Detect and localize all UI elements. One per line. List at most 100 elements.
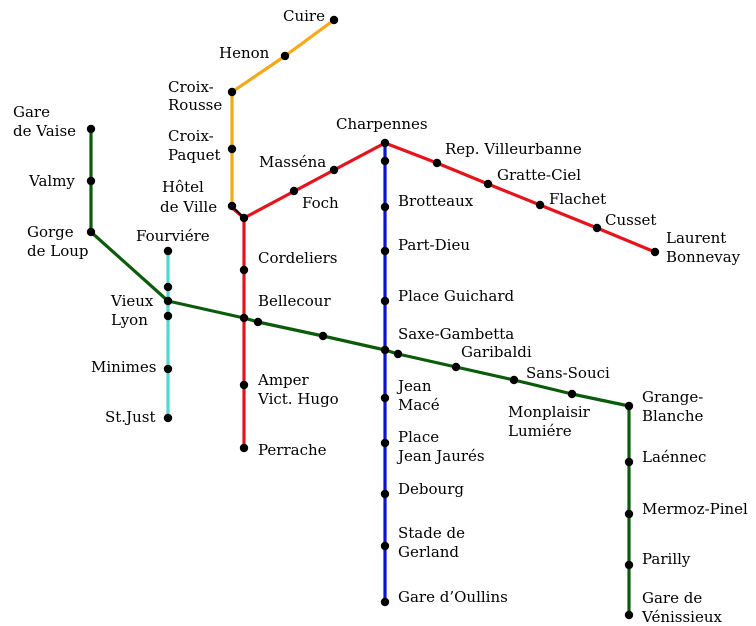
station-dot-amper-vict-hugo[interactable]	[239, 380, 249, 390]
station-dot-henon[interactable]	[280, 51, 290, 61]
label-perrache: Perrache	[258, 441, 327, 459]
station-dot-parilly[interactable]	[624, 560, 634, 570]
station-dot-gorge-de-loup[interactable]	[86, 227, 96, 237]
label-sans-souci: Sans-Souci	[526, 364, 610, 382]
station-dot-perrache[interactable]	[239, 443, 249, 453]
labels-layer: Cuire Henon Croix- Rousse Croix- Paquet …	[13, 7, 748, 626]
label-amper-vict-hugo-2: Vict. Hugo	[257, 390, 339, 408]
label-henon: Henon	[219, 44, 270, 62]
station-dot-gare-de-vaise[interactable]	[86, 124, 96, 134]
label-saxe-gambetta: Saxe-Gambetta	[398, 325, 514, 343]
label-gare-d-oullins: Gare d’Oullins	[398, 588, 508, 606]
station-dot-massena[interactable]	[329, 165, 339, 175]
label-cusset: Cusset	[605, 211, 656, 229]
label-laurent-bonnevay-1: Laurent	[666, 229, 726, 247]
station-dot-croix-paquet[interactable]	[227, 144, 237, 154]
station-dot-cordeliers[interactable]	[239, 265, 249, 275]
station-dot-sans-souci[interactable]	[509, 375, 519, 385]
station-dot-charpennes-a[interactable]	[380, 138, 390, 148]
label-gare-de-vaise-1: Gare	[13, 103, 50, 121]
label-croix-rousse-2: Rousse	[168, 96, 222, 114]
station-dot-garibaldi[interactable]	[451, 362, 461, 372]
label-place-jean-jaures-2: Jean Jaurés	[396, 447, 485, 465]
label-massena: Masséna	[259, 153, 326, 171]
station-dot-valmy[interactable]	[86, 176, 96, 186]
label-place-guichard: Place Guichard	[398, 287, 514, 305]
label-croix-paquet-1: Croix-	[168, 127, 214, 145]
label-grange-blanche-1: Grange-	[642, 388, 703, 406]
station-dot-stade-de-gerland[interactable]	[380, 541, 390, 551]
station-dot-guillotiere[interactable]	[318, 331, 328, 341]
station-dot-vieux-lyon-f[interactable]	[163, 282, 173, 292]
label-vieux-lyon-1: Vieux	[110, 292, 154, 310]
station-dot-cuire[interactable]	[329, 15, 339, 25]
station-dot-debourg[interactable]	[380, 489, 390, 499]
label-place-jean-jaures-1: Place	[398, 428, 439, 446]
station-dot-place-jean-jaures[interactable]	[380, 438, 390, 448]
station-dot-fourviere[interactable]	[163, 246, 173, 256]
station-dot-foch[interactable]	[289, 186, 299, 196]
label-laennec: Laénnec	[642, 448, 706, 466]
label-monplaisir-lumiere-1: Monplaisir	[508, 403, 591, 421]
label-croix-rousse-1: Croix-	[168, 78, 214, 96]
station-dot-bellecour-a[interactable]	[239, 313, 249, 323]
station-dot-mermoz-pinel[interactable]	[624, 509, 634, 519]
label-part-dieu: Part-Dieu	[398, 236, 470, 254]
label-laurent-bonnevay-2: Bonnevay	[666, 248, 741, 266]
label-jean-mace-2: Macé	[398, 396, 440, 414]
label-fourviere: Fourviére	[136, 227, 210, 245]
label-stade-de-gerland-2: Gerland	[398, 543, 459, 561]
station-dot-bellecour-d[interactable]	[253, 317, 263, 327]
station-dot-monplaisir-lumiere[interactable]	[567, 389, 577, 399]
station-dot-gare-de-venissieux[interactable]	[624, 610, 634, 620]
station-dot-vieux-lyon-d[interactable]	[163, 296, 173, 306]
station-dot-laurent-bonnevay[interactable]	[650, 247, 660, 257]
label-stade-de-gerland-1: Stade de	[398, 524, 465, 542]
label-gare-de-venissieux-2: Vénissieux	[641, 608, 723, 626]
label-cuire: Cuire	[283, 7, 325, 25]
station-dot-croix-rousse[interactable]	[227, 87, 237, 97]
station-dot-saxe-gambetta-d[interactable]	[393, 349, 403, 359]
label-jean-mace-1: Jean	[396, 377, 432, 395]
label-bellecour: Bellecour	[258, 292, 331, 310]
station-dot-flachet[interactable]	[535, 200, 545, 210]
label-debourg: Debourg	[398, 480, 464, 498]
label-gare-de-vaise-2: de Vaise	[13, 122, 76, 140]
label-gorge-de-loup-2: de Loup	[27, 242, 89, 260]
station-dot-minimes[interactable]	[163, 364, 173, 374]
station-dot-jean-mace[interactable]	[380, 393, 390, 403]
label-charpennes: Charpennes	[336, 115, 428, 133]
label-foch: Foch	[302, 194, 339, 212]
station-dot-vieux-lyon-f2[interactable]	[163, 311, 173, 321]
station-dot-part-dieu[interactable]	[380, 246, 390, 256]
label-rep-villeurbanne: Rep. Villeurbanne	[445, 140, 582, 158]
station-dot-hotel-de-ville-a[interactable]	[239, 213, 249, 223]
label-st-just: St.Just	[105, 408, 155, 426]
label-minimes: Minimes	[91, 358, 156, 376]
label-monplaisir-lumiere-2: Lumiére	[508, 422, 572, 440]
station-dot-laennec[interactable]	[624, 457, 634, 467]
label-hotel-de-ville-2: de Ville	[160, 198, 217, 216]
stations-layer	[86, 15, 660, 620]
station-dot-grange-blanche[interactable]	[624, 401, 634, 411]
label-hotel-de-ville-1: Hôtel	[162, 178, 204, 196]
station-dot-place-guichard[interactable]	[380, 296, 390, 306]
label-grange-blanche-2: Blanche	[642, 407, 703, 425]
label-gorge-de-loup-1: Gorge	[27, 223, 74, 241]
station-dot-rep-villeurbanne[interactable]	[432, 158, 442, 168]
label-cordeliers: Cordeliers	[258, 249, 338, 267]
station-dot-cusset[interactable]	[592, 223, 602, 233]
label-amper-vict-hugo-1: Amper	[257, 371, 310, 389]
station-dot-charpennes-b[interactable]	[380, 156, 390, 166]
label-gratte-ciel: Gratte-Ciel	[497, 166, 581, 184]
label-mermoz-pinel: Mermoz-Pinel	[642, 500, 748, 518]
station-dot-gare-d-oullins[interactable]	[380, 597, 390, 607]
station-dot-brotteaux[interactable]	[380, 202, 390, 212]
label-brotteaux: Brotteaux	[398, 192, 474, 210]
label-flachet: Flachet	[549, 190, 606, 208]
station-dot-saxe-gambetta[interactable]	[380, 345, 390, 355]
station-dot-hotel-de-ville-c[interactable]	[227, 201, 237, 211]
station-dot-st-just[interactable]	[163, 413, 173, 423]
station-dot-gratte-ciel[interactable]	[483, 179, 493, 189]
